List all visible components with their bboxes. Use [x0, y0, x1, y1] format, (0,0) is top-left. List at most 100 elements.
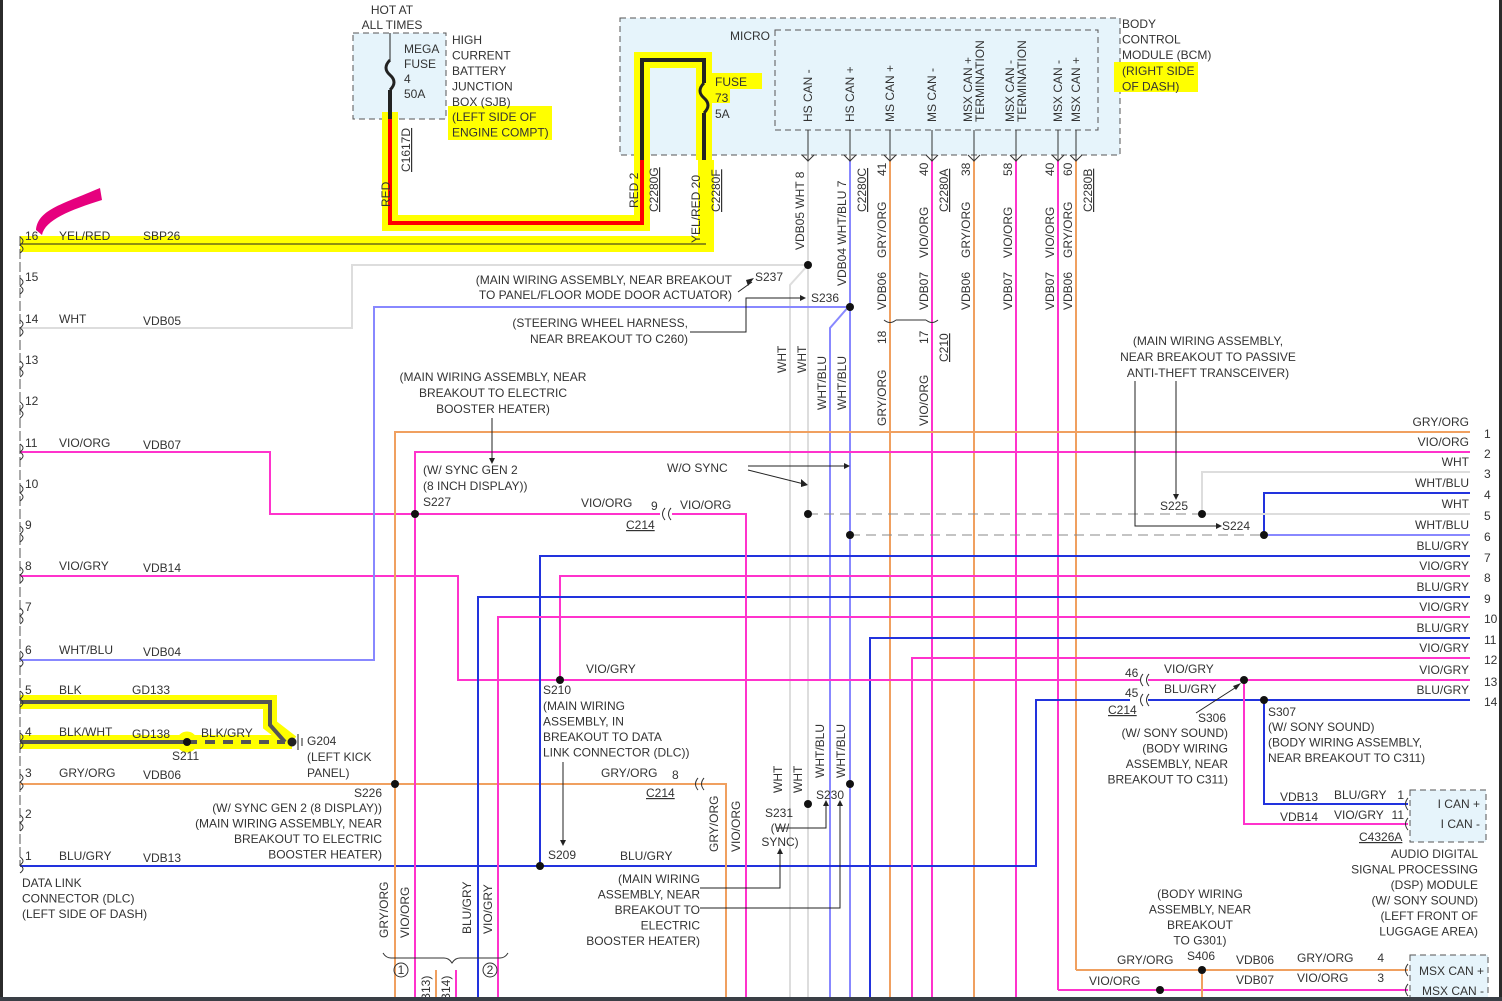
s210-note: ASSEMBLY, IN [543, 715, 624, 729]
markup-stroke [36, 188, 102, 235]
dlc-pin-number: 16 [25, 229, 39, 243]
right-bus-color: VIO/GRY [1419, 663, 1469, 677]
c210-color-b: VIO/ORG [917, 375, 931, 426]
ground-symbol-icon [287, 734, 303, 750]
dlc-pin-circuit: VDB14 [143, 561, 181, 575]
splice-s211 [183, 738, 191, 746]
dlc-pin-terminal [19, 484, 24, 502]
bcm-fuse-label: FUSE [715, 75, 747, 89]
bottom-fragment: B14) [439, 976, 453, 1001]
bcm-micro-box [774, 29, 1099, 131]
wo-sync-label: W/O SYNC [667, 461, 728, 475]
c210-color-a: GRY/ORG [875, 370, 889, 426]
bcm-location: (RIGHT SIDE [1122, 64, 1194, 78]
s227-callout: (MAIN WIRING ASSEMBLY, NEAR [400, 370, 587, 384]
s227-note: (8 INCH DISPLAY)) [423, 479, 527, 493]
splice-s236 [846, 303, 854, 311]
s230-note: ELECTRIC [641, 919, 701, 933]
dsp-pin-circuit: VDB14 [1280, 810, 1318, 824]
right-bus-wires [394, 431, 1470, 1001]
s210-note: BREAKOUT TO DATA [543, 730, 662, 744]
dsp-pin-circuit: VDB13 [1280, 790, 1318, 804]
mid-vio-gry-13: VIO/GRY [1164, 662, 1214, 676]
bcm-pin-circuit: VDB07 [1043, 272, 1057, 310]
c2280g-pin: RED 2 [627, 172, 641, 208]
splice-s307 [1260, 696, 1268, 704]
bcm-pin-8: VDB05 WHT 8 [793, 171, 807, 250]
sjb-fuse-label: FUSE [404, 57, 436, 71]
dlc-pin-number: 14 [25, 312, 39, 326]
sjb-fuse-label: MEGA [404, 42, 439, 56]
dlc-pin-color: BLK [59, 683, 82, 697]
c214-pin46: 46 [1125, 666, 1139, 680]
right-bus-number: 14 [1484, 695, 1498, 709]
highlight-layer [20, 52, 1198, 753]
dsp-name: LUGGAGE AREA) [1379, 925, 1478, 939]
msx-pin-circuit: VDB06 [1236, 953, 1274, 967]
s406-note: ASSEMBLY, NEAR [1149, 903, 1252, 917]
msx-pin-color: VIO/ORG [1297, 971, 1348, 985]
s307-note: (W/ SONY SOUND) [1268, 720, 1374, 734]
right-bus-color: BLU/GRY [1417, 539, 1469, 553]
dlc-pin-circuit: SBP26 [143, 229, 181, 243]
mid-vio-gry: VIO/GRY [586, 662, 636, 676]
s230-note: BREAKOUT TO [615, 903, 700, 917]
drop-vio-org: VIO/ORG [729, 801, 743, 852]
dlc-pin-terminal [19, 360, 24, 378]
bcm-pin-color: GRY/ORG [1061, 202, 1075, 258]
s231-note: SYNC) [761, 835, 798, 849]
c214-pin9-color-right: VIO/ORG [680, 498, 731, 512]
wht-label-low: WHT [791, 765, 805, 793]
right-bus-color: WHT/BLU [1415, 518, 1469, 532]
group-marker-1-icon [393, 962, 409, 978]
group-marker-2-icon [482, 962, 498, 978]
dsp-pin-number: 1 [1397, 788, 1404, 802]
pats-note: (MAIN WIRING ASSEMBLY, [1133, 334, 1283, 348]
s227-callout: BOOSTER HEATER) [436, 402, 550, 416]
s210-note: LINK CONNECTOR (DLC)) [543, 746, 689, 760]
bcm-pin-label: MSX CAN + [961, 57, 975, 122]
bottom-group-brace [382, 952, 509, 964]
right-bus-color: BLU/GRY [1417, 580, 1469, 594]
sjb-name: JUNCTION [452, 80, 513, 94]
bcm-pin-circuit: VDB07 [1001, 272, 1015, 310]
s406-note: BREAKOUT [1167, 918, 1234, 932]
dlc-pin-number: 1 [25, 849, 32, 863]
dsp-module-box [1409, 789, 1487, 843]
dlc-pin-number: 15 [25, 270, 39, 284]
s406-note: TO G301) [1173, 934, 1226, 948]
dlc-pin-color: WHT [59, 312, 87, 326]
dsp-pin-color: VIO/GRY [1334, 808, 1384, 822]
dlc-pin-circuit: VDB04 [143, 645, 181, 659]
s226-note: (W/ SYNC GEN 2 (8 DISPLAY)) [212, 801, 382, 815]
s230-note: BOOSTER HEATER) [586, 934, 700, 948]
splice-s226 [391, 780, 399, 788]
msx-pin-function: MSX CAN + [1419, 964, 1484, 978]
dlc-pin-terminal [19, 277, 24, 295]
c210-connector: C210 [937, 333, 951, 362]
arrowheads [489, 278, 1241, 854]
s227-label: S227 [423, 495, 451, 509]
dlc-pin-terminal [19, 773, 24, 791]
splice-s406 [1198, 966, 1206, 974]
group-marker-2: 2 [487, 963, 494, 977]
dlc-pin-circuit: VDB05 [143, 314, 181, 328]
s226-label: S226 [354, 786, 382, 800]
ground-location: (LEFT KICK [307, 750, 371, 764]
dsp-name: SIGNAL PROCESSING [1351, 863, 1478, 877]
dlc-name: DATA LINK [22, 876, 82, 890]
right-bus-color: WHT [1442, 497, 1470, 511]
s226-note: (MAIN WIRING ASSEMBLY, NEAR [195, 817, 382, 831]
s307-note: NEAR BREAKOUT TO C311) [1268, 751, 1425, 765]
right-bus-number: 3 [1484, 467, 1491, 481]
bcm-micro-label: MICRO [730, 29, 770, 43]
s306-note: BREAKOUT TO C311) [1108, 773, 1229, 787]
msx-pin-color: GRY/ORG [1297, 951, 1353, 965]
wht-label: WHT [795, 345, 809, 373]
dlc-pin-number: 12 [25, 394, 39, 408]
bcm-pin-number: 58 [1001, 162, 1015, 176]
bottom-vio-gry: VIO/GRY [481, 884, 495, 934]
dlc-name: CONNECTOR (DLC) [22, 892, 134, 906]
bcm-pin-color: GRY/ORG [959, 202, 973, 258]
s231-label: S231 [765, 806, 793, 820]
